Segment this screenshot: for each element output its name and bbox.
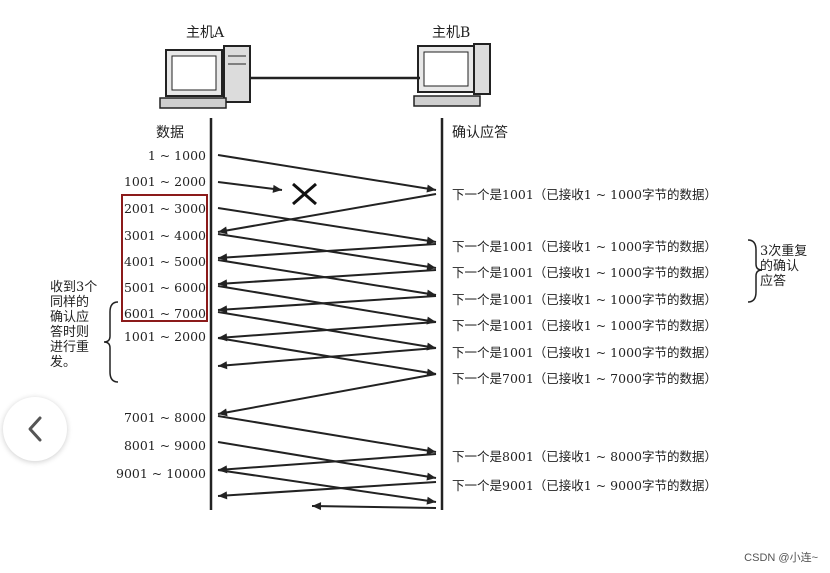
- segment-label: 4001 ~ 5000: [123, 254, 206, 269]
- segment-arrow: [217, 233, 437, 269]
- ack-label: 下一个是7001（已接收1 ~ 7000字节的数据）: [452, 371, 717, 386]
- segment-arrow: [217, 441, 437, 479]
- segment-label: 5001 ~ 6000: [123, 280, 206, 295]
- ack-arrow: [217, 481, 437, 497]
- watermark: CSDN @小连~: [744, 552, 818, 564]
- right-brace: [747, 239, 763, 303]
- ack-label: 下一个是1001（已接收1 ~ 1000字节的数据）: [452, 265, 717, 280]
- segment-label-retransmit: 1001 ~ 2000: [123, 329, 206, 344]
- segment-arrow: [217, 285, 437, 323]
- segment-arrow: [217, 311, 437, 349]
- arrowhead: [218, 491, 228, 500]
- arrowhead: [426, 472, 436, 481]
- ack-arrow: [311, 505, 437, 509]
- segment-arrow: [217, 469, 437, 503]
- segment-label: 6001 ~ 7000: [123, 306, 206, 321]
- ack-label: 下一个是8001（已接收1 ~ 8000字节的数据）: [452, 449, 717, 464]
- segment-label: 3001 ~ 4000: [123, 228, 206, 243]
- left-brace: [103, 301, 119, 383]
- computer-icon: [159, 45, 251, 109]
- segment-label: 1001 ~ 2000: [123, 174, 206, 189]
- arrowhead: [426, 446, 436, 455]
- duplicate-ack-note: 3次重复 的确认 应答: [760, 244, 808, 289]
- host-a-label: 主机A: [186, 25, 225, 41]
- segment-label: 1 ~ 1000: [147, 148, 206, 163]
- computer-icon: [413, 43, 491, 107]
- segment-arrow-lost: [217, 181, 283, 191]
- host-b-label: 主机B: [432, 25, 471, 41]
- ack-label: 下一个是1001（已接收1 ~ 1000字节的数据）: [452, 239, 717, 254]
- segment-label: 9001 ~ 10000: [116, 466, 206, 481]
- arrowhead: [312, 502, 322, 511]
- arrowhead: [426, 262, 436, 271]
- segment-arrow: [217, 259, 437, 296]
- ack-arrow: [217, 453, 437, 471]
- segment-label: 7001 ~ 8000: [123, 410, 206, 425]
- arrowhead: [218, 408, 228, 417]
- ack-label: 下一个是1001（已接收1 ~ 1000字节的数据）: [452, 318, 717, 333]
- segment-label: 8001 ~ 9000: [123, 438, 206, 453]
- packet-lost-marker: [292, 182, 317, 206]
- ack-label: 下一个是1001（已接收1 ~ 1000字节的数据）: [452, 345, 717, 360]
- arrowhead: [218, 279, 228, 288]
- data-column-title: 数据: [156, 125, 184, 141]
- highlight-box: [121, 194, 208, 322]
- arrowhead: [218, 305, 228, 314]
- arrowhead: [218, 361, 228, 370]
- ack-column-title: 确认应答: [452, 125, 508, 141]
- arrowhead: [426, 184, 436, 193]
- segment-arrow: [217, 207, 437, 243]
- ack-label: 下一个是1001（已接收1 ~ 1000字节的数据）: [452, 187, 717, 202]
- segment-label: 2001 ~ 3000: [123, 201, 206, 216]
- segment-arrow: [217, 337, 437, 375]
- ack-label: 下一个是1001（已接收1 ~ 1000字节的数据）: [452, 292, 717, 307]
- ack-arrow: [217, 373, 437, 415]
- arrowhead: [218, 253, 228, 262]
- chevron-left-icon: [28, 416, 42, 442]
- previous-image-button[interactable]: [3, 397, 67, 461]
- ack-arrow: [217, 193, 437, 233]
- ack-label: 下一个是9001（已接收1 ~ 9000字节的数据）: [452, 478, 717, 493]
- retransmit-note: 收到3个 同样的 确认应 答时则 进行重 发。: [50, 280, 98, 370]
- arrowhead: [426, 496, 436, 505]
- arrowhead: [272, 184, 282, 193]
- arrowhead: [426, 236, 436, 245]
- segment-arrow: [217, 415, 437, 453]
- segment-arrow: [217, 154, 437, 191]
- arrowhead: [218, 226, 228, 235]
